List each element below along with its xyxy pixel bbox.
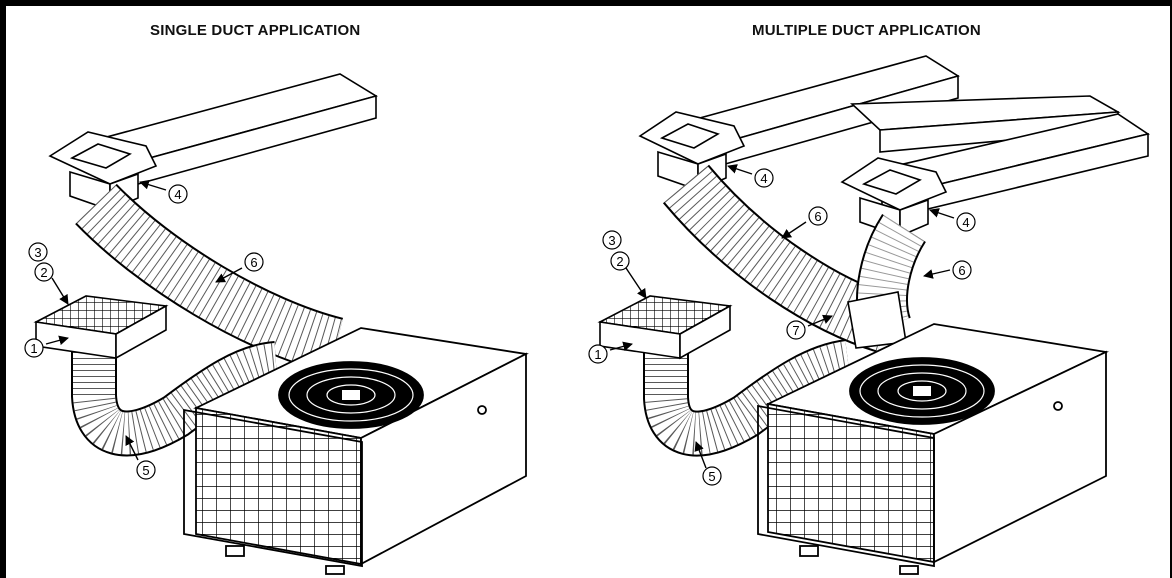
callout-3b: 3 [608,233,615,248]
packaged-unit-2 [757,323,1109,575]
callout-1b: 1 [594,347,601,362]
return-air-grille [33,295,169,360]
callout-2b: 2 [616,254,623,269]
flex-return-duct-2 [643,339,852,457]
return-air-grille-2 [597,295,733,360]
multiple-duct-panel: 4 6 4 6 3 2 7 1 [588,55,1150,575]
multiple-duct-title: MULTIPLE DUCT APPLICATION [752,22,981,39]
callout-5b: 5 [708,469,715,484]
callout-3: 3 [34,245,41,260]
callout-2: 2 [40,265,47,280]
callout-7: 7 [792,323,799,338]
wye-fitting [847,291,907,349]
callout-6: 6 [250,255,257,270]
callout-4: 4 [174,187,181,202]
packaged-unit [183,327,529,575]
callout-4b: 4 [962,215,969,230]
callout-5: 5 [142,463,149,478]
flex-return-duct [71,341,279,457]
multiple-callouts: 4 6 4 6 3 2 7 1 [588,164,976,486]
callout-6b: 6 [958,263,965,278]
single-callouts: 4 6 3 2 1 5 [24,179,264,480]
callout-1: 1 [30,341,37,356]
installation-illustration: 4 6 3 2 1 5 [24,55,1150,575]
single-duct-panel: 4 6 3 2 1 5 [24,73,529,575]
callout-6a: 6 [814,209,821,224]
single-duct-title: SINGLE DUCT APPLICATION [150,22,361,39]
callout-4a: 4 [760,171,767,186]
flex-supply-duct [75,183,344,375]
